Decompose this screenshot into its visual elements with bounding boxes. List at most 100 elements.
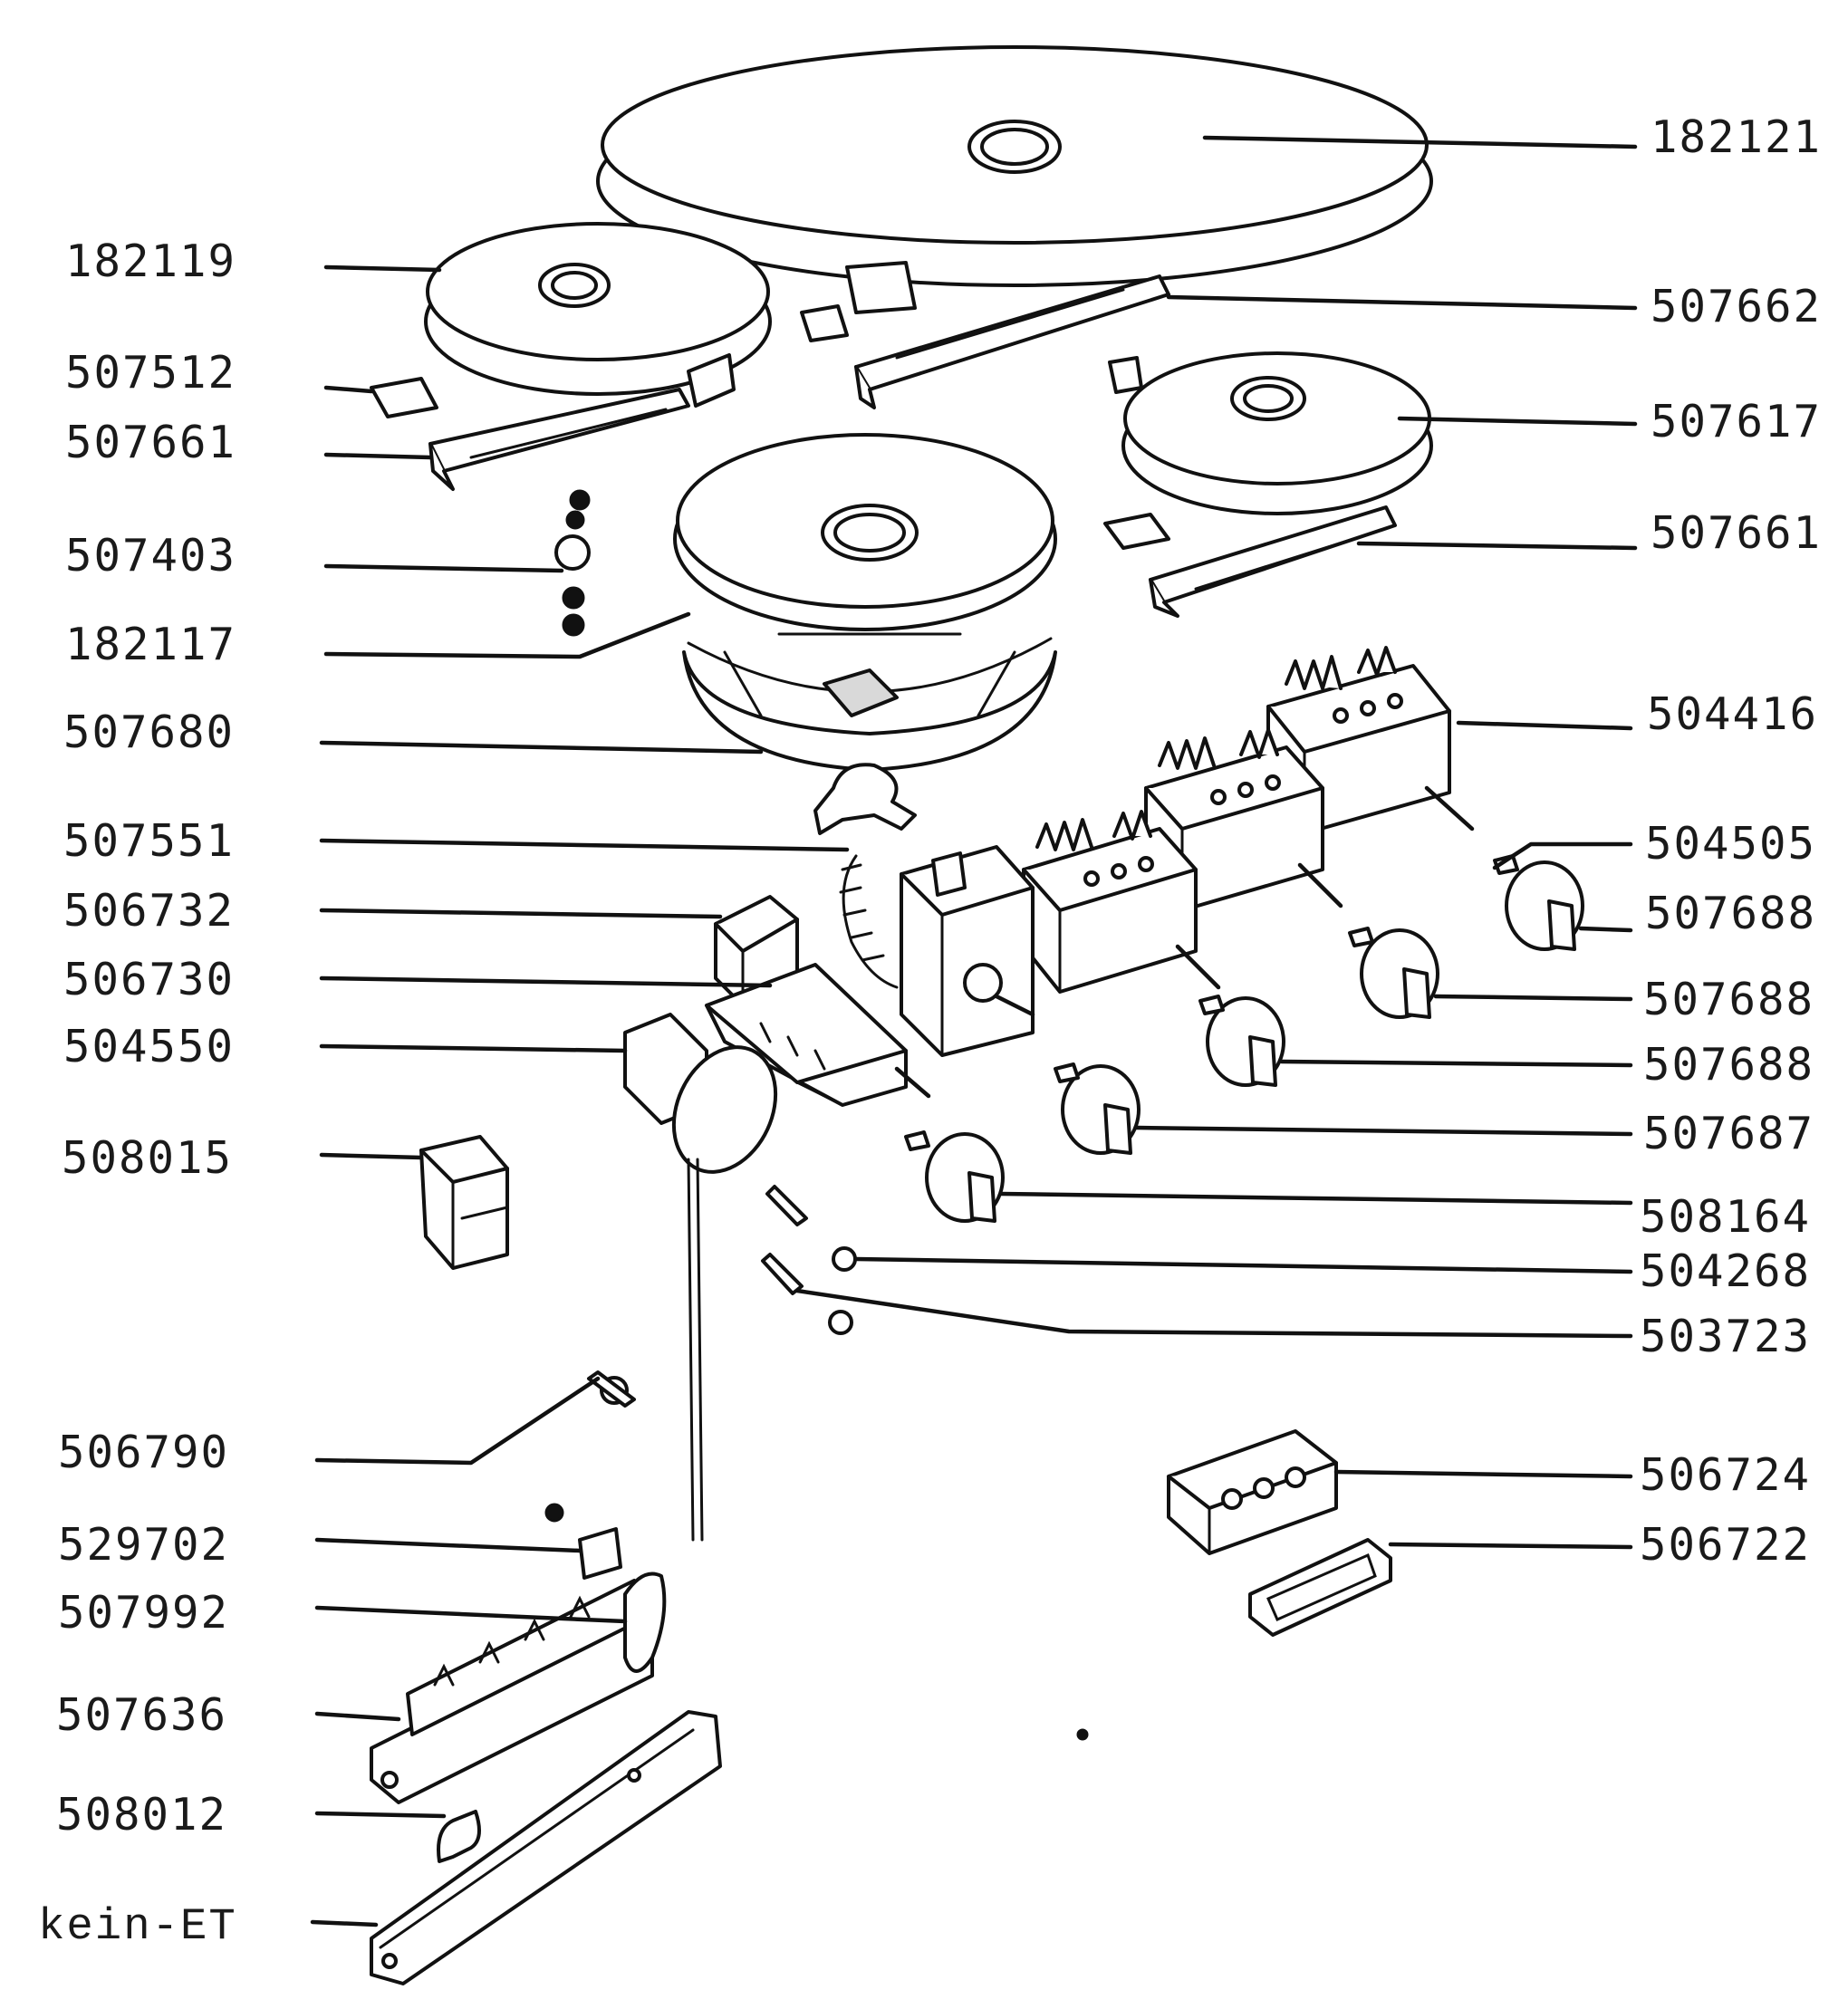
- hotplate-182117: [673, 433, 1057, 631]
- leader-507680: [319, 740, 764, 755]
- label-507688-a: 507688: [1645, 888, 1816, 939]
- nut-lower: [828, 1310, 853, 1335]
- label-507403: 507403: [65, 530, 236, 582]
- leader-507636: [314, 1711, 401, 1722]
- label-507688-c: 507688: [1643, 1039, 1814, 1091]
- leader-508015: [319, 1152, 424, 1160]
- knob-507688-c: [1198, 995, 1285, 1087]
- label-504550: 504550: [63, 1021, 235, 1072]
- thermostat-504550: [623, 1013, 778, 1542]
- label-504505: 504505: [1645, 818, 1816, 870]
- label-182117: 182117: [65, 619, 236, 670]
- leader-529702: [314, 1537, 582, 1553]
- leader-508164: [998, 1191, 1633, 1206]
- label-506730: 506730: [63, 954, 235, 1005]
- leader-504505: [1492, 841, 1633, 870]
- leader-506732: [319, 908, 723, 919]
- label-529702: 529702: [58, 1519, 229, 1571]
- leader-507992: [314, 1605, 628, 1624]
- label-507992: 507992: [58, 1587, 229, 1639]
- knob-507688-a: [1493, 854, 1584, 951]
- leader-507403: [323, 563, 564, 573]
- bracket-529702: [544, 1503, 622, 1580]
- leader-507687: [1134, 1125, 1633, 1137]
- label-507636: 507636: [56, 1689, 227, 1741]
- link-507992: [623, 1572, 667, 1673]
- pin-503723: [761, 1253, 804, 1295]
- leader-182117: [323, 611, 691, 659]
- leader-506724: [1333, 1469, 1633, 1479]
- label-506724: 506724: [1640, 1449, 1811, 1501]
- label-507661-left: 507661: [65, 417, 236, 468]
- frame-506722: [1248, 1538, 1392, 1637]
- label-504268: 504268: [1640, 1245, 1811, 1297]
- bracket-507661-right: [1149, 505, 1397, 618]
- label-182119: 182119: [65, 236, 236, 287]
- nut-504268: [832, 1246, 857, 1272]
- label-507617: 507617: [1651, 396, 1822, 447]
- label-508164: 508164: [1640, 1191, 1811, 1243]
- hotplate-507617: [1108, 351, 1433, 515]
- clip-507551: [813, 763, 917, 835]
- mark-dot: [1076, 1728, 1089, 1741]
- clip-507512: [370, 377, 438, 418]
- label-508015: 508015: [62, 1132, 233, 1184]
- hotplate-182121: [596, 45, 1433, 342]
- label-507687: 507687: [1643, 1108, 1814, 1159]
- label-507680: 507680: [63, 707, 235, 758]
- label-507661-right: 507661: [1651, 507, 1822, 559]
- leader-504416: [1456, 720, 1633, 731]
- leader-507688-a: [1578, 926, 1633, 933]
- leader-507688-c: [1279, 1059, 1633, 1068]
- leader-507551: [319, 838, 850, 852]
- label-507662: 507662: [1651, 281, 1822, 332]
- label-506732: 506732: [63, 885, 235, 937]
- leader-507662: [1166, 294, 1638, 311]
- switch-508015: [419, 1135, 509, 1270]
- leader-506730: [319, 976, 773, 988]
- knob-508164: [904, 1130, 1005, 1223]
- labels-right: 182121 507662 507617 507661 504416 50450…: [1640, 111, 1822, 1571]
- label-507512: 507512: [65, 347, 236, 399]
- leader-507688-b: [1433, 994, 1633, 1002]
- leader-503723: [794, 1288, 1633, 1339]
- label-182121: 182121: [1651, 111, 1822, 163]
- bracket-507662: [854, 274, 1170, 409]
- label-504416: 504416: [1647, 688, 1818, 740]
- label-503723: 503723: [1640, 1311, 1811, 1362]
- leader-507512: [323, 385, 374, 394]
- leader-182119: [323, 264, 442, 273]
- label-508012: 508012: [56, 1789, 227, 1841]
- leader-kein-et: [310, 1919, 379, 1927]
- labels-left: 182119 507512 507661 507403 182117 50768…: [38, 236, 237, 1952]
- knob-507687: [1054, 1062, 1141, 1155]
- clip-right: [1103, 513, 1170, 550]
- leader-506790: [314, 1376, 601, 1466]
- leader-507661-left: [323, 452, 433, 460]
- label-506790: 506790: [58, 1427, 229, 1478]
- bracket-507661-left: [428, 388, 690, 491]
- leader-504550: [319, 1043, 628, 1053]
- clamp-506790: [587, 1370, 636, 1408]
- knob-507688-b: [1348, 927, 1439, 1019]
- pin-upper: [765, 1185, 808, 1226]
- energy-regulator-4: [839, 845, 1035, 1057]
- leader-182121: [1202, 135, 1638, 149]
- switch-506730: [705, 963, 931, 1107]
- leader-504268: [853, 1256, 1633, 1274]
- label-506722: 506722: [1640, 1519, 1811, 1571]
- label-507551: 507551: [63, 815, 235, 867]
- ring-507680: [682, 632, 1057, 772]
- lamp-holder-506724: [1167, 1429, 1338, 1555]
- screw-stack-507403: [554, 489, 591, 637]
- clip-508012: [437, 1810, 481, 1863]
- label-kein-et: kein-ET: [38, 1901, 237, 1952]
- leader-507617: [1397, 416, 1638, 427]
- leader-508012: [314, 1811, 447, 1819]
- leader-506722: [1388, 1542, 1633, 1550]
- hotplate-182119: [424, 222, 772, 408]
- label-507688-b: 507688: [1643, 974, 1814, 1025]
- rail-kein-et: [370, 1710, 722, 1985]
- leader-507661-right: [1356, 541, 1638, 551]
